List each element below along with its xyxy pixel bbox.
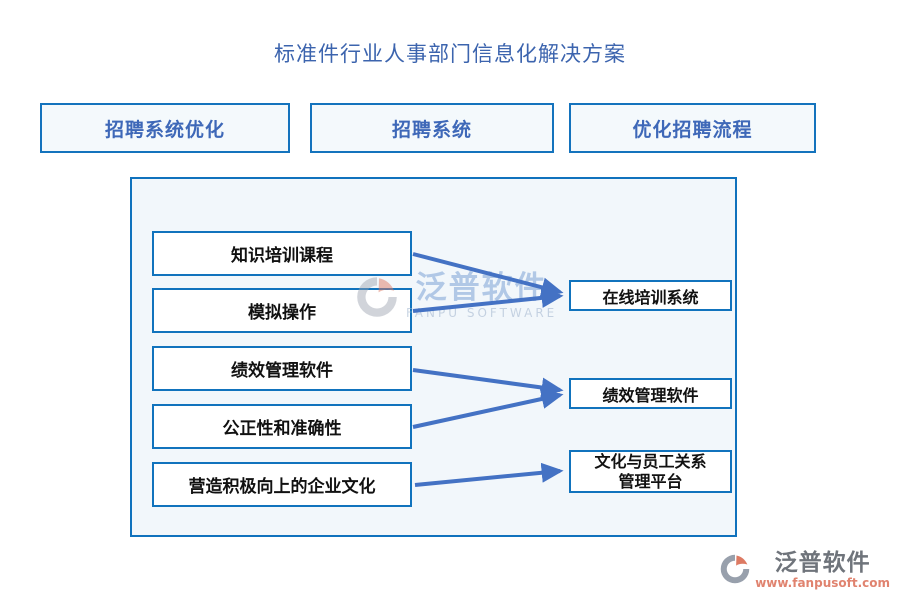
watermark-brand-text: 泛普软件 bbox=[415, 270, 548, 306]
right-box-performance-management-software: 绩效管理软件 bbox=[569, 378, 732, 409]
diagram-panel: 知识培训课程 模拟操作 绩效管理软件 公正性和准确性 营造积极向上的企业文化 在… bbox=[130, 177, 737, 537]
arrow-simulation-to-online-training bbox=[412, 287, 564, 313]
left-box-fairness-and-accuracy: 公正性和准确性 bbox=[152, 404, 412, 449]
arrow-performance-to-performance bbox=[412, 368, 564, 398]
footer-url-link[interactable]: www.fanpusoft.com bbox=[755, 576, 890, 590]
right-box-online-training-system: 在线培训系统 bbox=[569, 280, 732, 311]
right-box-culture-employee-relations-platform: 文化与员工关系 管理平台 bbox=[569, 450, 732, 493]
right-box-line1: 文化与员工关系 bbox=[594, 451, 707, 471]
left-box-simulated-operation: 模拟操作 bbox=[152, 288, 412, 333]
page-title: 标准件行业人事部门信息化解决方案 bbox=[274, 42, 626, 66]
footer-brand-text: 泛普软件 bbox=[774, 549, 871, 576]
arrow-culture-to-platform bbox=[414, 462, 564, 487]
fanpu-logo-icon bbox=[720, 554, 750, 584]
left-box-knowledge-training-courses: 知识培训课程 bbox=[152, 231, 412, 276]
button-optimize-recruitment-process[interactable]: 优化招聘流程 bbox=[569, 103, 816, 153]
left-box-positive-corporate-culture: 营造积极向上的企业文化 bbox=[152, 462, 412, 507]
watermark-subtitle-text: FANPU SOFTWARE bbox=[406, 305, 558, 320]
button-recruitment-system-optimization[interactable]: 招聘系统优化 bbox=[40, 103, 290, 153]
right-box-line2: 管理平台 bbox=[618, 471, 683, 491]
fanpu-footer-logo: 泛普软件 www.fanpusoft.com bbox=[717, 551, 890, 590]
arrow-fairness-to-performance bbox=[412, 389, 564, 429]
left-box-performance-management-software: 绩效管理软件 bbox=[152, 346, 412, 391]
button-recruitment-system[interactable]: 招聘系统 bbox=[310, 103, 554, 153]
arrow-knowledge-to-online-training bbox=[412, 252, 564, 298]
